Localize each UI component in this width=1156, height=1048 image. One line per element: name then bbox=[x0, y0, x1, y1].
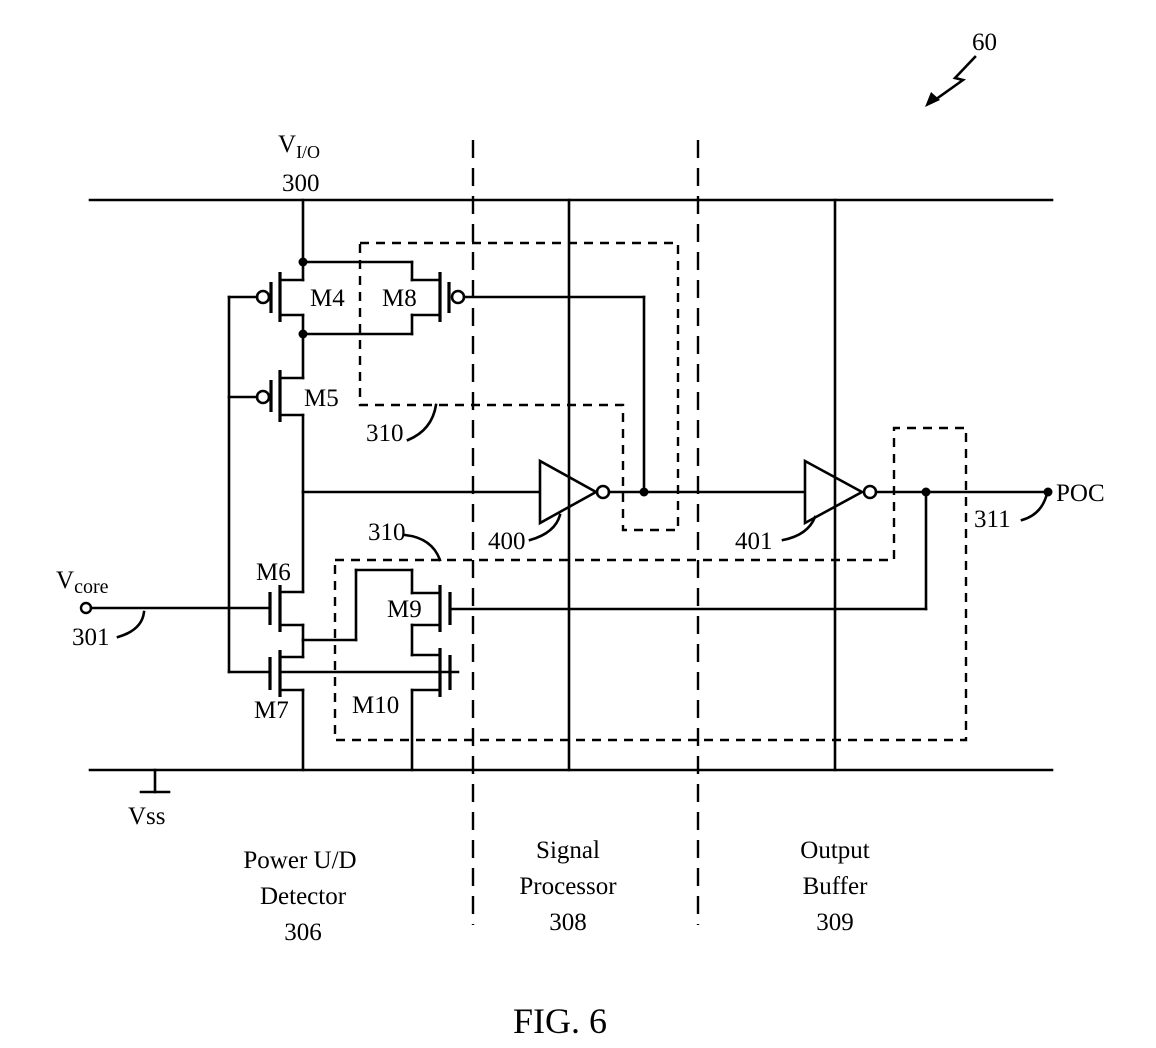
section-detector: Power U/D Detector 306 bbox=[243, 847, 356, 946]
vcore-ref: 301 bbox=[72, 624, 110, 651]
label-m4: M4 bbox=[310, 285, 345, 312]
junction-dot bbox=[298, 329, 308, 339]
leader-310-lower bbox=[403, 533, 442, 562]
label-m8: M8 bbox=[382, 285, 417, 312]
section-buffer: Output Buffer 309 bbox=[800, 837, 870, 936]
figure-ref: 60 bbox=[972, 29, 997, 56]
leader-311 bbox=[1020, 495, 1048, 522]
inverter-400 bbox=[538, 458, 807, 526]
svg-text:Buffer: Buffer bbox=[803, 873, 868, 900]
transistor-m5 bbox=[227, 370, 282, 422]
vio-label: VI/O bbox=[278, 131, 320, 162]
label-m9: M9 bbox=[387, 596, 422, 623]
figure-caption: FIG. 6 bbox=[513, 1001, 607, 1041]
label-m5: M5 bbox=[304, 385, 339, 412]
inverter-401-label: 401 bbox=[735, 528, 773, 555]
vcore-label: Vcore bbox=[56, 567, 109, 598]
transistor-m8 bbox=[301, 260, 646, 494]
label-m7: M7 bbox=[254, 697, 289, 724]
group-310-upper-label: 310 bbox=[366, 420, 404, 447]
svg-text:Processor: Processor bbox=[519, 873, 617, 900]
group-310-upper bbox=[358, 241, 680, 532]
transistor-m7 bbox=[227, 650, 282, 697]
section-processor: Signal Processor 308 bbox=[519, 837, 617, 936]
vcore-terminal bbox=[79, 601, 93, 615]
svg-text:306: 306 bbox=[284, 919, 322, 946]
vio-ref: 300 bbox=[282, 170, 320, 197]
inverter-400-label: 400 bbox=[488, 528, 526, 555]
left-chain-wires bbox=[278, 198, 305, 772]
poc-terminal bbox=[1043, 487, 1053, 497]
group-310-lower-label: 310 bbox=[368, 519, 406, 546]
transistor-m4 bbox=[227, 272, 282, 322]
svg-text:Signal: Signal bbox=[536, 837, 600, 864]
leader-310-upper bbox=[406, 403, 438, 442]
label-m6: M6 bbox=[256, 559, 291, 586]
poc-label: POC bbox=[1056, 480, 1105, 507]
transistor-m9 bbox=[354, 490, 928, 657]
svg-text:309: 309 bbox=[816, 909, 854, 936]
leader-301 bbox=[116, 610, 146, 639]
vss-label: Vss bbox=[128, 803, 166, 830]
figure-ref-arrow bbox=[925, 55, 977, 107]
poc-ref: 311 bbox=[974, 506, 1011, 533]
svg-text:308: 308 bbox=[549, 909, 587, 936]
transistor-m6 bbox=[268, 585, 282, 632]
svg-text:Power U/D: Power U/D bbox=[243, 847, 356, 874]
inverter-401 bbox=[803, 458, 1050, 526]
group-310-lower bbox=[333, 426, 968, 742]
svg-text:Detector: Detector bbox=[260, 883, 347, 910]
transistor-m10 bbox=[278, 648, 460, 772]
junction-dot bbox=[298, 257, 308, 267]
leader-400 bbox=[528, 513, 562, 542]
label-m10: M10 bbox=[352, 692, 399, 719]
leader-401 bbox=[781, 515, 817, 542]
junction-dot bbox=[639, 487, 649, 497]
svg-text:Output: Output bbox=[800, 837, 870, 864]
